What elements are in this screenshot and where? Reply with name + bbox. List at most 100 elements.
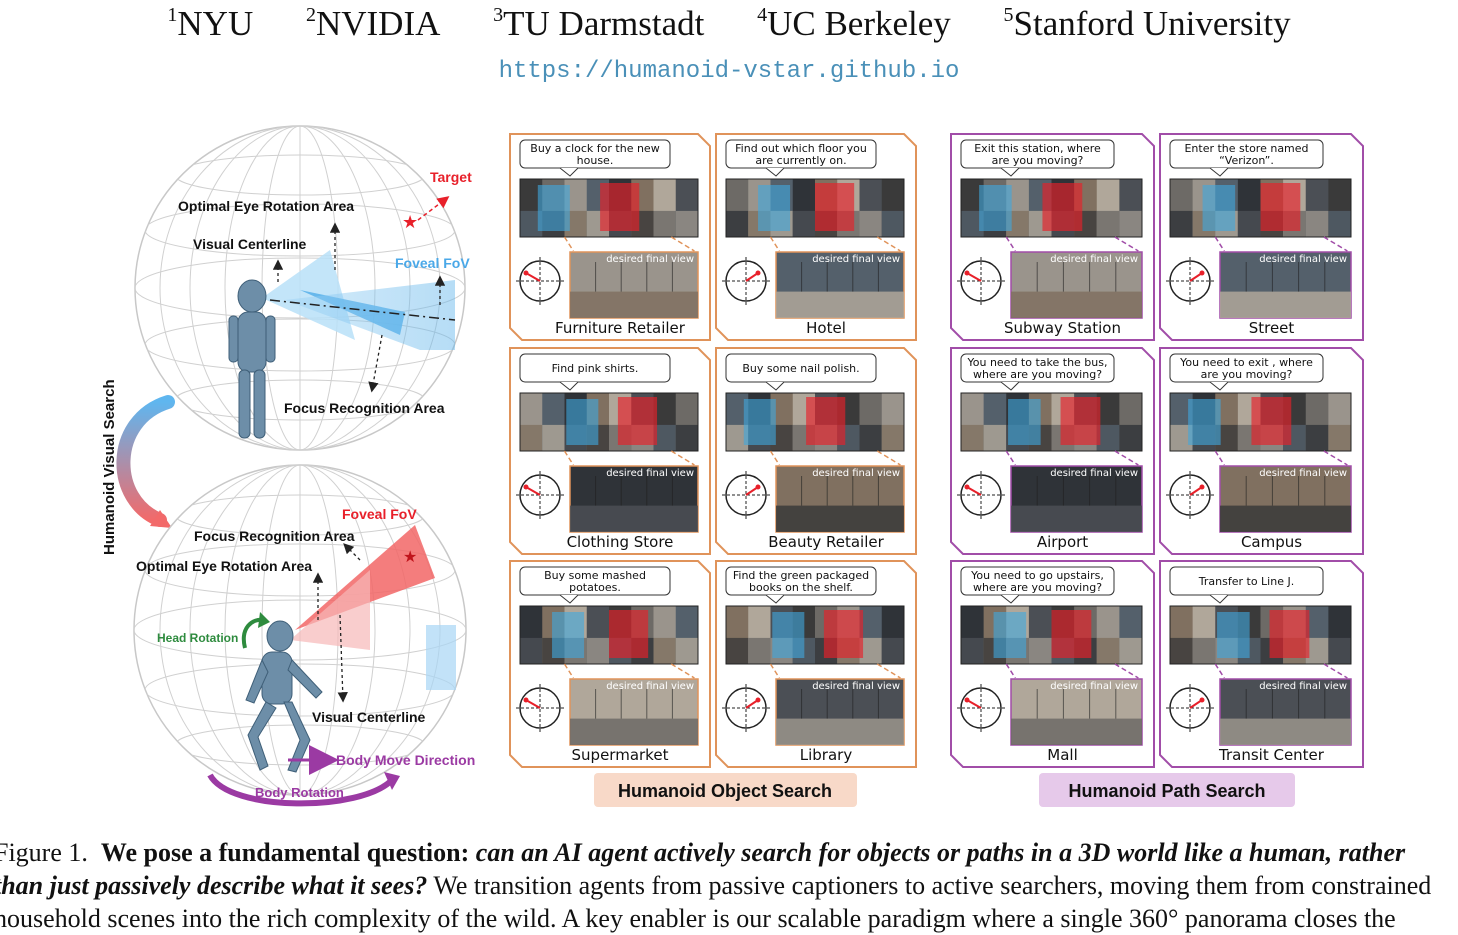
label-target: Target [430,169,472,185]
prompt-line-2: house. [577,154,614,167]
orientation-compass-icon [1166,257,1214,305]
panorama-image [960,178,1143,238]
humanoid-figure-walking [245,620,323,773]
desired-final-view-label: desired final view [606,468,694,479]
caption-line-1: Figure 1. We pose a fundamental question… [0,838,1406,867]
bottom-sphere: ★ Foveal FoV Focus Recognitio [133,464,475,807]
prompt-bubble [1169,353,1324,383]
affiliation-3: 3TU Darmstadt [493,4,705,43]
prompt-line-1: Enter the store named [1184,142,1308,155]
prompt-bubble [1169,566,1324,596]
prompt-bubble [1169,139,1324,169]
blue-region [758,185,791,231]
desired-final-view-image: desired final view [775,251,905,319]
panorama-image [960,392,1143,452]
panorama-image [725,178,905,238]
object-card-4: Buy some nail polish.desired final viewB… [715,347,917,555]
caption-line-3: household scenes into the rich complexit… [0,904,1396,933]
panorama-image [1169,392,1352,452]
desired-final-view-label: desired final view [1050,468,1138,479]
orientation-compass-icon [722,471,770,519]
orientation-compass-icon [722,684,770,732]
orientation-compass-icon [957,684,1005,732]
panorama-image [519,178,699,238]
prompt-bubble [960,139,1115,169]
project-url[interactable]: https://humanoid-vstar.github.io [498,58,960,85]
desired-final-view-image: desired final view [1010,465,1143,533]
vertical-label: Humanoid Visual Search [101,379,118,555]
prompt-line-1: Find the green packaged [733,569,869,582]
prompt-line-2: books on the shelf. [749,581,853,594]
figure-caption: Figure 1. We pose a fundamental question… [0,836,1458,935]
prompt-bubble [725,566,877,596]
place-label: Subway Station [1004,319,1121,337]
label-body-move: Body Move Direction [336,752,475,768]
prompt-line-1: You need to exit , where [1179,356,1313,369]
path-card-6: Transfer to Line J.desired final viewTra… [1159,560,1364,768]
prompt-line-1: Find pink shirts. [552,362,639,375]
label-focus-recognition-top: Focus Recognition Area [284,400,445,416]
prompt-line-2: are currently on. [755,154,846,167]
prompt-line-1: Transfer to Line J. [1198,575,1294,588]
desired-final-view-label: desired final view [1050,681,1138,692]
prompt-line-2: “Verizon”. [1219,154,1274,167]
prompt-bubble [960,353,1115,383]
path-search-title: Humanoid Path Search [1068,781,1265,801]
place-label: Furniture Retailer [555,319,686,337]
label-optimal-eye-bottom: Optimal Eye Rotation Area [136,558,312,574]
prompt-line-1: You need to go upstairs, [970,569,1104,582]
transition-arrow [116,395,175,527]
desired-final-view-label: desired final view [606,254,694,265]
red-region [1051,610,1092,658]
desired-final-view-image: desired final view [1219,465,1352,533]
prompt-line-1: Buy some mashed [544,569,646,582]
red-region [609,610,649,658]
desired-final-view-image: desired final view [569,678,699,746]
desired-final-view-image: desired final view [1010,251,1143,319]
desired-final-view-label: desired final view [1259,254,1347,265]
foveal-star-icon: ★ [403,549,417,566]
orientation-compass-icon [957,257,1005,305]
label-optimal-eye-top: Optimal Eye Rotation Area [178,198,354,214]
target-star-icon: ★ [402,212,418,232]
place-label: Airport [1037,533,1088,551]
affiliation-2: 2NVIDIA [305,4,441,43]
place-label: Clothing Store [567,533,674,551]
place-label: Street [1249,319,1295,337]
caption-line-2: than just passively describe what it see… [0,871,1432,900]
desired-final-view-image: desired final view [775,465,905,533]
panorama-image [1169,605,1352,665]
desired-final-view-image: desired final view [569,251,699,319]
orientation-compass-icon [957,471,1005,519]
label-visual-centerline-bottom: Visual Centerline [312,709,426,725]
prompt-line-1: Buy a clock for the new [530,142,659,155]
prompt-line-2: potatoes. [569,581,621,594]
label-foveal-fov-top: Foveal FoV [395,255,470,271]
object-card-3: Find pink shirts. desired final viewCloth… [509,347,711,555]
prompt-bubble [725,139,877,169]
desired-final-view-label: desired final view [1259,681,1347,692]
blue-region [1008,399,1041,445]
prompt-bubble [960,566,1115,596]
panorama-image [519,392,699,452]
red-region [1260,183,1301,231]
affiliation-4: 4UC Berkeley [757,4,951,43]
desired-final-view-image: desired final view [1010,678,1143,746]
red-region [1269,610,1310,658]
orientation-compass-icon [1166,471,1214,519]
desired-final-view-image: desired final view [1219,678,1352,746]
place-label: Library [800,746,853,764]
top-sphere: ★ Target Optimal Eye Rotation Area Visua… [134,125,472,451]
desired-final-view-label: desired final view [812,254,900,265]
panorama-image [1169,178,1352,238]
humanoid-figure-standing [228,279,276,439]
label-focus-recognition-bottom: Focus Recognition Area [194,528,355,544]
affiliation-1: 1NYU [167,4,254,43]
desired-final-view-label: desired final view [606,681,694,692]
red-region [600,183,640,231]
